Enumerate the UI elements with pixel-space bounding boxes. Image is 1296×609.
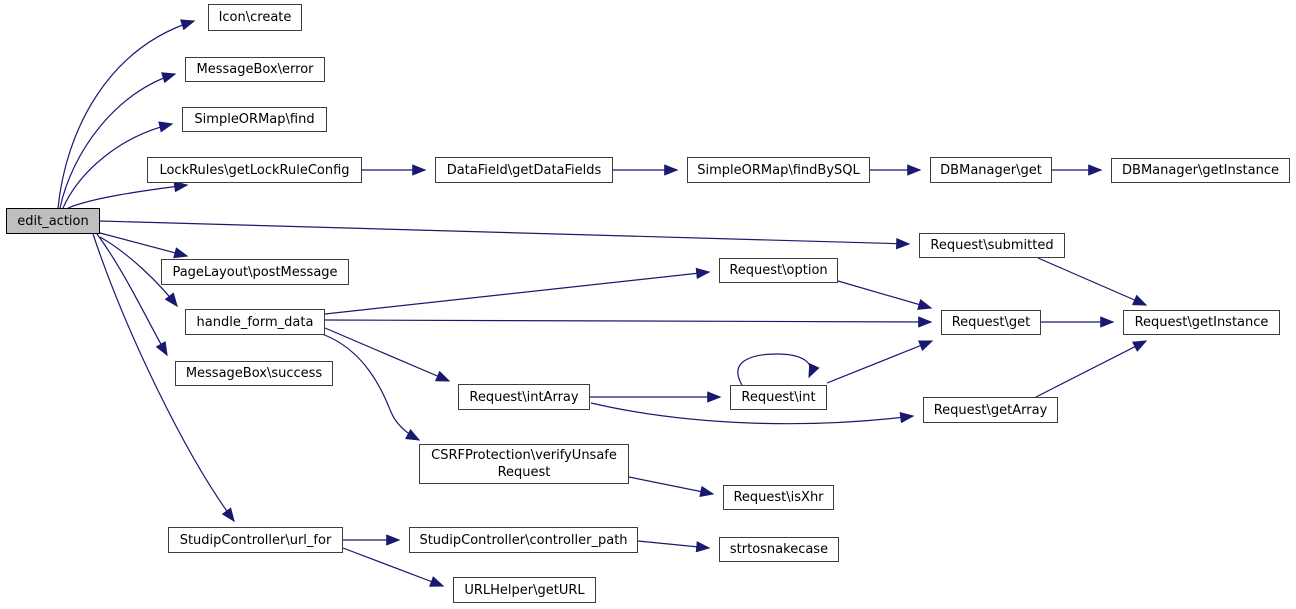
- node-request-getarray[interactable]: Request\getArray: [923, 397, 1058, 423]
- edge-request-submitted-to-request-getinstance: [1037, 257, 1148, 306]
- edge-csrfprotection-verifyunsaferequest-to-request-isxhr: [628, 476, 715, 498]
- node-label: StudipController\url_for: [179, 532, 332, 548]
- node-label: Request\int: [741, 390, 816, 405]
- node-label: Request\option: [729, 263, 828, 278]
- node-simpleormap-findbysql[interactable]: SimpleORMap\findBySQL: [687, 157, 870, 183]
- node-label-line: CSRFProtection\verifyUnsafe: [431, 448, 617, 463]
- node-label: handle_form_data: [196, 314, 314, 330]
- node-label: edit_action: [17, 213, 89, 229]
- node-request-int[interactable]: Request\int: [730, 385, 827, 410]
- node-datafield-getdatafields[interactable]: DataField\getDataFields: [435, 157, 613, 183]
- node-label: URLHelper\getURL: [464, 582, 585, 598]
- node-dbmanager-get[interactable]: DBManager\get: [930, 157, 1052, 183]
- edge-handle-form-data-to-csrfprotection-verifyunsaferequest: [321, 333, 421, 441]
- node-label: DBManager\get: [940, 162, 1042, 178]
- node-request-isxhr[interactable]: Request\isXhr: [723, 485, 834, 510]
- node-label: Request\getInstance: [1134, 315, 1269, 330]
- node-label: StudipController\controller_path: [419, 532, 628, 548]
- node-request-getinstance[interactable]: Request\getInstance: [1123, 310, 1280, 335]
- edge-request-int-to-request-int: [737, 353, 820, 386]
- node-label: strtosnakecase: [729, 542, 829, 557]
- edge-handle-form-data-to-request-intarray: [324, 327, 451, 382]
- edge-edit-action-to-lockrules-getlockruleconfig: [67, 180, 189, 209]
- node-label: SimpleORMap\find: [194, 112, 315, 127]
- node-label: Request\submitted: [930, 238, 1054, 253]
- node-studipcontroller-controller-path[interactable]: StudipController\controller_path: [409, 527, 638, 553]
- edge-handle-form-data-to-request-get: [324, 316, 933, 328]
- node-label: PageLayout\postMessage: [172, 264, 338, 280]
- edge-edit-action-to-simpleormap-find: [62, 121, 174, 209]
- node-label: DataField\getDataFields: [446, 162, 602, 178]
- node-strtosnakecase[interactable]: strtosnakecase: [719, 537, 839, 562]
- edge-request-int-to-request-get: [826, 340, 934, 384]
- edge-studipcontroller-url-for-to-urlhelper-geturl: [342, 547, 445, 587]
- node-request-get[interactable]: Request\get: [941, 310, 1041, 335]
- node-label: SimpleORMap\findBySQL: [697, 162, 860, 178]
- node-icon-create[interactable]: Icon\create: [208, 4, 302, 31]
- edge-edit-action-to-handle-form-data: [99, 236, 178, 308]
- node-label: LockRules\getLockRuleConfig: [159, 162, 350, 178]
- node-label: Request\isXhr: [733, 490, 824, 505]
- node-label: MessageBox\success: [185, 366, 323, 381]
- node-label: Icon\create: [218, 10, 292, 25]
- edge-request-intarray-to-request-getarray: [590, 402, 915, 425]
- node-request-option[interactable]: Request\option: [719, 258, 838, 283]
- node-edit-action: edit_action: [6, 208, 100, 234]
- edge-edit-action-to-pagelayout-postmessage: [99, 232, 189, 259]
- node-request-submitted[interactable]: Request\submitted: [919, 233, 1065, 258]
- node-label: DBManager\getInstance: [1122, 163, 1279, 178]
- node-label: Request\get: [951, 315, 1031, 330]
- edge-studipcontroller-controller-path-to-strtosnakecase: [637, 540, 711, 553]
- node-label: MessageBox\error: [196, 62, 314, 77]
- node-request-intarray[interactable]: Request\intArray: [458, 384, 590, 410]
- node-label: Request\intArray: [469, 389, 579, 405]
- node-messagebox-error[interactable]: MessageBox\error: [185, 57, 325, 82]
- edge-edit-action-to-messagebox-error: [59, 72, 177, 209]
- node-studipcontroller-url-for[interactable]: StudipController\url_for: [168, 527, 343, 553]
- node-simpleormap-find[interactable]: SimpleORMap\find: [182, 107, 327, 132]
- node-lockrules-getlockruleconfig[interactable]: LockRules\getLockRuleConfig: [147, 157, 362, 183]
- edge-edit-action-to-icon-create: [57, 19, 196, 209]
- edge-request-option-to-request-get: [837, 280, 933, 310]
- edge-handle-form-data-to-request-option: [324, 267, 711, 315]
- edge-edit-action-to-request-submitted: [99, 220, 911, 250]
- edge-edit-action-to-studipcontroller-url-for: [92, 233, 235, 523]
- node-handle-form-data[interactable]: handle_form_data: [185, 309, 325, 335]
- node-dbmanager-getinstance[interactable]: DBManager\getInstance: [1111, 158, 1290, 183]
- edge-edit-action-to-messagebox-success: [96, 233, 168, 357]
- node-label: Request\getArray: [933, 402, 1048, 418]
- node-label-line: Request: [497, 465, 551, 480]
- edge-request-getarray-to-request-getinstance: [1035, 340, 1148, 398]
- node-messagebox-success[interactable]: MessageBox\success: [175, 361, 333, 386]
- node-pagelayout-postmessage[interactable]: PageLayout\postMessage: [161, 259, 349, 285]
- node-urlhelper-geturl[interactable]: URLHelper\getURL: [453, 577, 596, 603]
